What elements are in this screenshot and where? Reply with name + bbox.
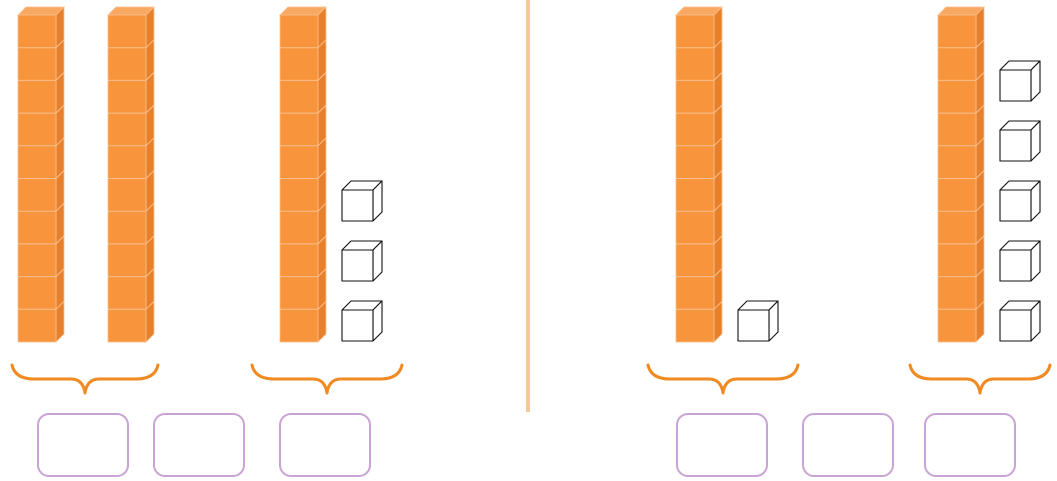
unit-cube-right-b-1 bbox=[1000, 301, 1040, 341]
answer-box-right-1[interactable] bbox=[676, 413, 768, 477]
ten-rod-left-a-1 bbox=[18, 7, 64, 342]
unit-cube-right-b-3 bbox=[1000, 181, 1040, 221]
unit-cube-left-b-3 bbox=[342, 181, 382, 221]
curly-brace-left-b bbox=[252, 365, 402, 393]
answer-box-right-2[interactable] bbox=[802, 413, 894, 477]
curly-brace-left-a bbox=[12, 365, 158, 393]
unit-cube-right-a-1 bbox=[738, 301, 778, 341]
ten-rod-right-a-1 bbox=[676, 7, 722, 342]
answer-box-left-3[interactable] bbox=[279, 413, 371, 477]
unit-cube-left-b-1 bbox=[342, 301, 382, 341]
answer-box-left-1[interactable] bbox=[37, 413, 129, 477]
answer-box-left-2[interactable] bbox=[153, 413, 245, 477]
unit-cube-right-b-2 bbox=[1000, 241, 1040, 281]
unit-cube-right-b-5 bbox=[1000, 61, 1040, 101]
answer-box-right-3[interactable] bbox=[924, 413, 1016, 477]
ten-rod-left-a-2 bbox=[108, 7, 154, 342]
ten-rod-right-b-1 bbox=[938, 7, 984, 342]
curly-brace-right-a bbox=[648, 365, 798, 393]
curly-brace-right-b bbox=[910, 365, 1050, 393]
unit-cube-left-b-2 bbox=[342, 241, 382, 281]
ten-rod-left-b-1 bbox=[280, 7, 326, 342]
unit-cube-right-b-4 bbox=[1000, 121, 1040, 161]
